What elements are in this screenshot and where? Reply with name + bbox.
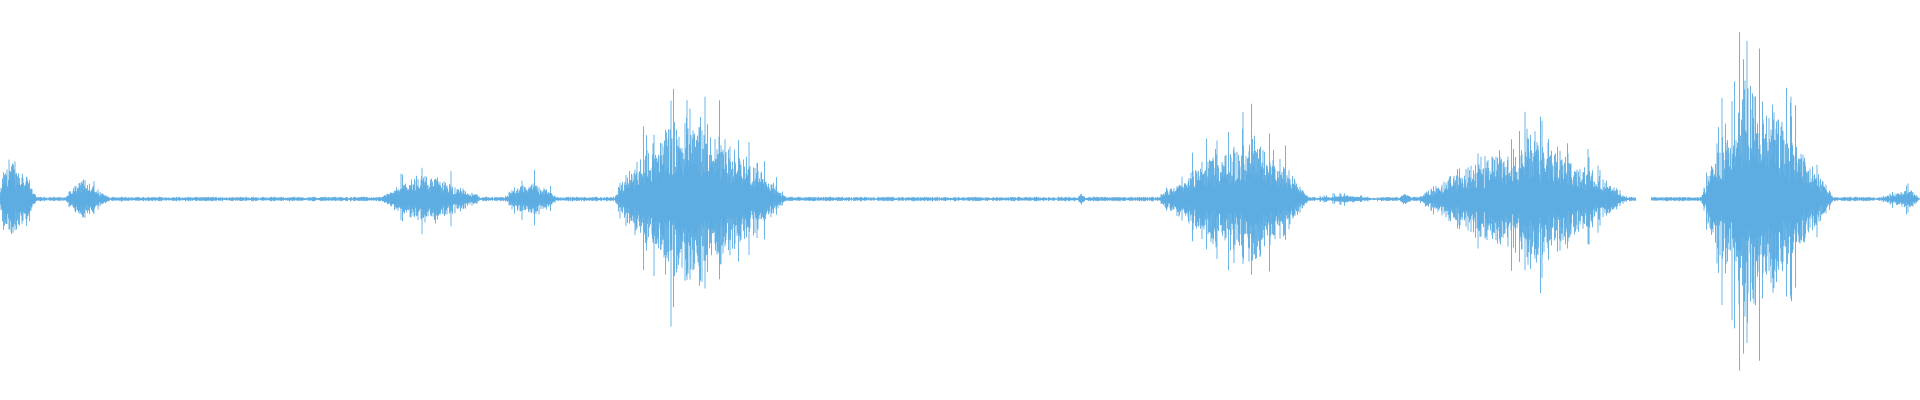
- waveform-path: [0, 32, 1920, 371]
- waveform-samples: [0, 32, 1920, 371]
